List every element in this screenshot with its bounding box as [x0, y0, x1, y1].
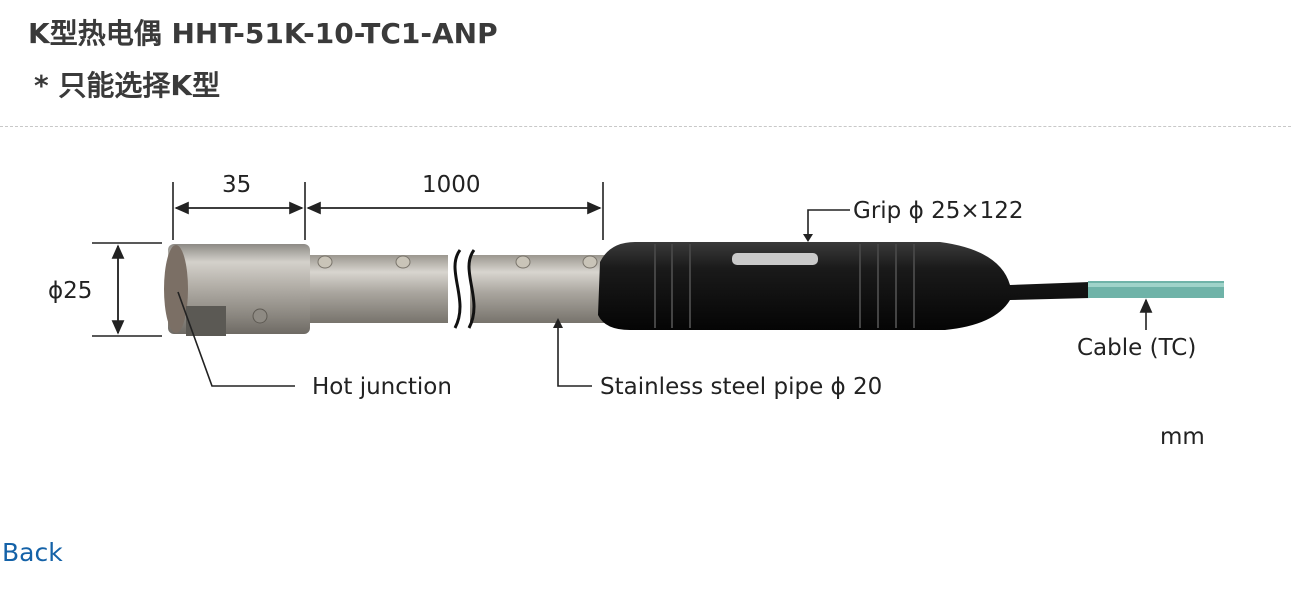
diameter-label: ϕ25	[48, 278, 92, 304]
tip-length-label: 35	[222, 172, 251, 198]
type-note: * 只能选择K型	[34, 69, 221, 102]
pipe-label: Stainless steel pipe ϕ 20	[600, 374, 882, 400]
product-diagram: 35 1000 ϕ25 Grip ϕ 25×122 Hot junction S…	[0, 140, 1291, 480]
dashed-divider	[0, 126, 1291, 127]
back-link[interactable]: Back	[2, 538, 63, 567]
cable-label: Cable (TC)	[1077, 335, 1196, 361]
unit-label: mm	[1160, 424, 1205, 450]
pipe-length-label: 1000	[422, 172, 481, 198]
hot-junction-label: Hot junction	[312, 374, 452, 400]
page-title: K型热电偶 HHT-51K-10-TC1-ANP	[28, 17, 498, 50]
grip-label: Grip ϕ 25×122	[853, 198, 1024, 224]
